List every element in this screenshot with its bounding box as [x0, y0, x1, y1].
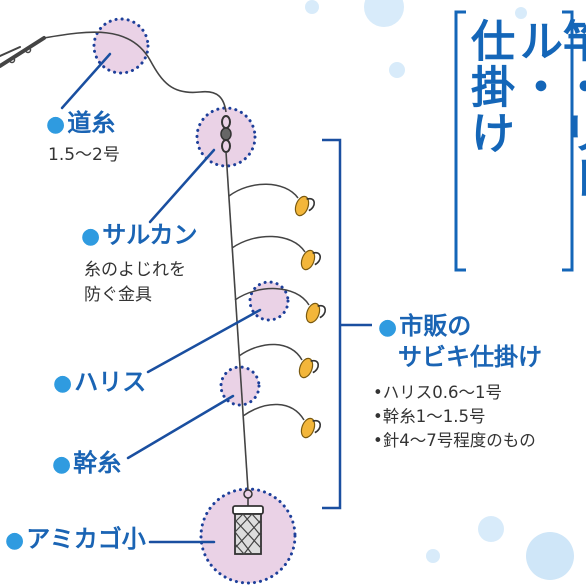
title-line-1: 竿・リール・ [511, 18, 586, 202]
bullet-icon: ● [378, 315, 398, 340]
label-sabiki-line-1: ●市販の [378, 312, 472, 340]
sabiki-spec-2: •幹糸1〜1.5号 [373, 407, 486, 426]
main-line [43, 31, 227, 113]
pointer-lines [60, 52, 262, 544]
decorative-bubbles [305, 0, 574, 580]
title-frame: 竿・リール・ 仕掛け [452, 8, 586, 274]
hook-icon [305, 302, 326, 324]
sabiki-spec-1: •ハリス0.6〜1号 [373, 383, 502, 402]
label-sabiki-line-2: サビキ仕掛け [398, 343, 542, 371]
bubble [364, 0, 404, 27]
hook-icon [298, 357, 319, 379]
bullet-icon: ● [53, 371, 73, 396]
title-line-2: 仕掛け [463, 18, 514, 156]
bullet-icon: ● [5, 528, 25, 553]
label-sarukan-detail-2: 防ぐ金具 [84, 285, 152, 305]
label-sarukan-detail-1: 糸のよじれを [84, 260, 186, 280]
bullet-icon: ● [81, 224, 101, 249]
highlight-michiito [92, 17, 150, 75]
hooks [294, 195, 326, 439]
hook-icon [300, 249, 321, 271]
bullet-icon: ● [52, 452, 72, 477]
label-michiito-detail: 1.5〜2号 [48, 145, 120, 165]
bubble [515, 7, 527, 19]
sabiki-spec-3: •針4〜7号程度のもの [373, 431, 536, 450]
sabiki-bracket [322, 138, 372, 510]
bullet-icon: ● [46, 112, 66, 137]
label-michiito: ●道糸 [46, 109, 116, 137]
title-brackets [454, 10, 574, 272]
label-mikiito: ●幹糸 [52, 449, 122, 477]
bubble [478, 516, 504, 542]
bubble [426, 549, 440, 563]
trunk-line [225, 151, 249, 491]
bubble [305, 0, 319, 14]
rod-tip-icon [0, 36, 46, 68]
hook-icon [294, 195, 315, 217]
bubble [389, 62, 405, 78]
label-harisu: ●ハリス [53, 368, 147, 396]
swivel-icon [220, 115, 232, 153]
bait-basket-icon [232, 489, 264, 555]
label-amikago: ●アミカゴ小 [5, 525, 146, 553]
bubble [526, 532, 574, 580]
highlight-mikiito [219, 365, 261, 407]
highlight-harisu [248, 280, 290, 322]
hook-icon [300, 417, 321, 439]
label-sarukan: ●サルカン [81, 221, 198, 249]
branch-lines [228, 183, 310, 421]
